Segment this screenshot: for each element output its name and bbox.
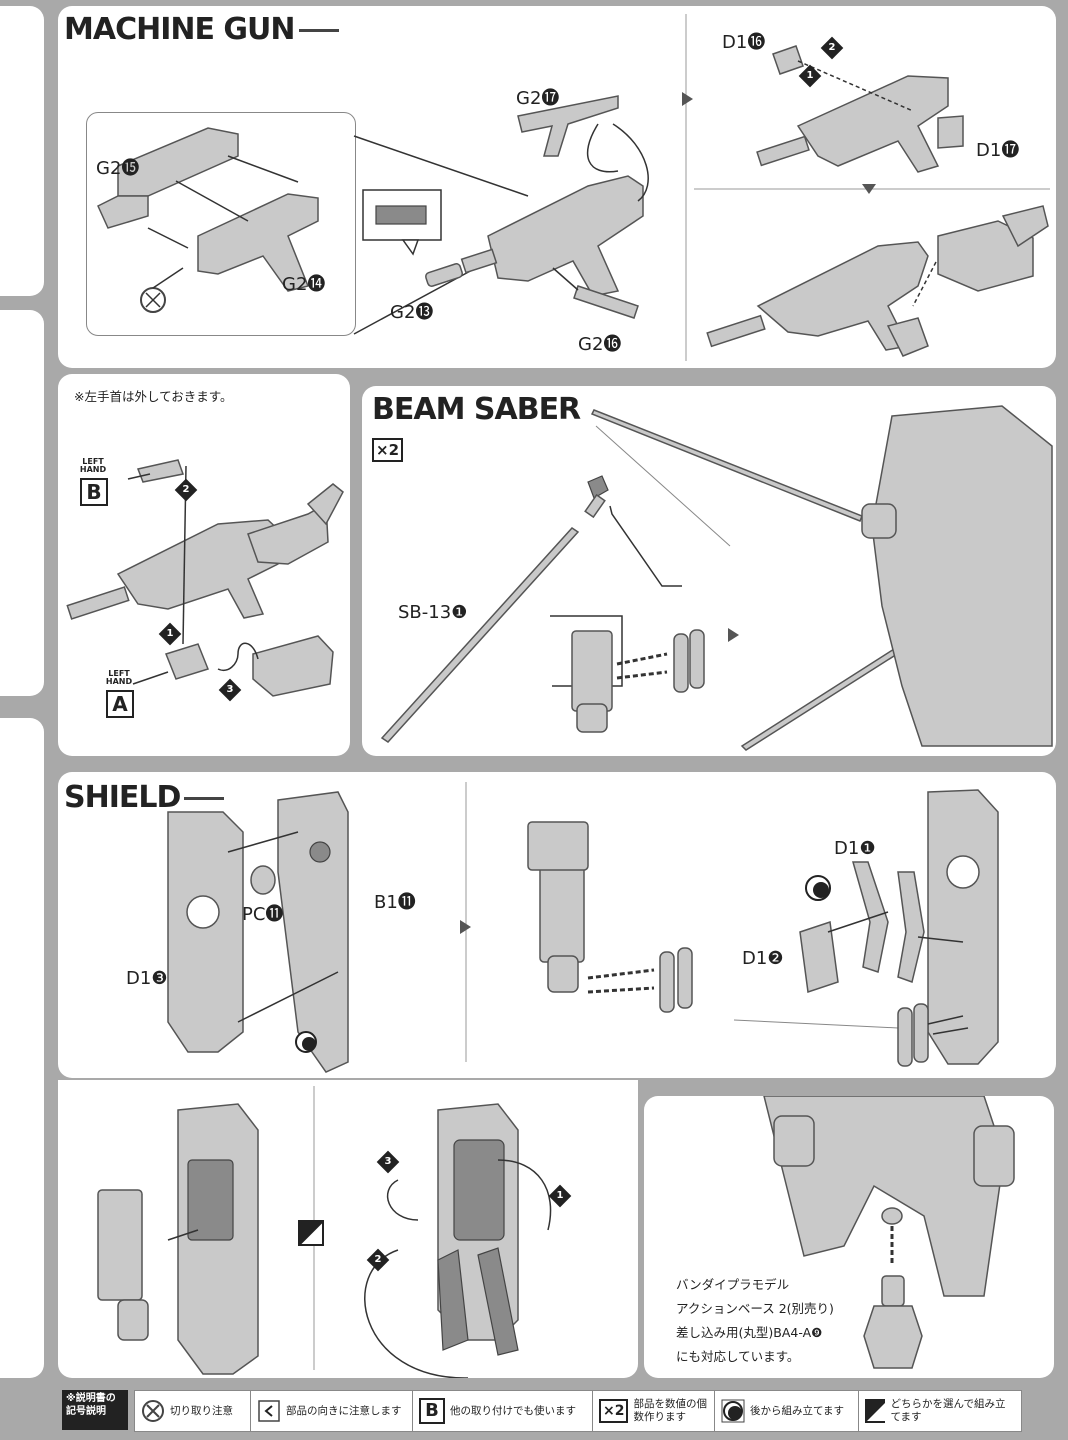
legend-direction-text: 部品の向きに注意します <box>286 1404 402 1417</box>
label-b1-11: B1⓫ <box>374 892 416 913</box>
direction-icon <box>258 1400 280 1422</box>
cut-icon <box>142 1400 164 1422</box>
legend-cut-text: 切り取り注意 <box>170 1404 233 1417</box>
label-d1-2: D1❷ <box>742 948 784 969</box>
label-g2-17: G2⓱ <box>516 88 560 109</box>
legend-item-quantity: ×2 部品を数値の個数作ります <box>592 1390 718 1432</box>
label-d1-17: D1⓱ <box>976 140 1020 161</box>
beam-saber-panel: BEAM SABER ×2 SB-13❶ <box>362 386 1056 756</box>
action-base-note-line4: にも対応しています。 <box>676 1349 800 1364</box>
label-d1-1: D1❶ <box>834 838 876 859</box>
label-sb-13: SB-13❶ <box>398 602 468 623</box>
label-d1-16: D1⓰ <box>722 32 766 53</box>
action-base-note-line1: バンダイプラモデル <box>676 1277 790 1292</box>
left-hand-a-label: LEFT HAND <box>105 669 133 686</box>
machine-gun-parts-illustration <box>97 14 1050 361</box>
left-hand-a-box: A <box>106 690 134 718</box>
beam-saber-title: BEAM SABER <box>372 392 581 427</box>
left-hand-assembly-illustration <box>66 459 344 697</box>
symbol-legend-bar: ※説明書の記号説明 切り取り注意 部品の向きに注意します B 他の取り付けでも使… <box>0 1384 1068 1440</box>
label-d1-3: D1❸ <box>126 968 168 989</box>
choose-either-icon <box>298 1220 324 1246</box>
left-hand-b-label: LEFT HAND <box>79 457 107 474</box>
b-box-icon: B <box>419 1398 445 1424</box>
label-pc11: PC⓫ <box>242 904 284 925</box>
rotation-step-1: 1 <box>548 1184 572 1208</box>
label-g2-16: G2⓰ <box>578 334 622 355</box>
left-hand-panel: ※左手首は外しておきます。 2 1 3 LEFT HAND B LEFT HAN… <box>58 374 350 756</box>
legend-item-reuse: B 他の取り付けでも使います <box>412 1390 594 1432</box>
next-arrow <box>682 92 693 106</box>
next-arrow <box>460 920 471 934</box>
shield-mount-panel: 3 2 1 <box>58 1080 638 1378</box>
action-base-note-line2: アクションベース 2(別売り) <box>676 1301 834 1316</box>
legend-quantity-text: 部品を数値の個数作ります <box>633 1398 707 1423</box>
adjacent-page-strip-mid <box>0 310 44 696</box>
down-arrow <box>862 184 876 194</box>
action-base-illustration <box>763 1096 1015 1369</box>
legend-assemble-later-text: 後から組み立てます <box>750 1404 844 1417</box>
step-1-marker: 1 <box>798 64 822 88</box>
machine-gun-title: MACHINE GUN <box>64 12 339 47</box>
legend-choose-text: どちらかを選んで組み立てます <box>890 1398 1006 1423</box>
legend-title: ※説明書の記号説明 <box>62 1390 128 1430</box>
shield-assembly-illustration <box>167 782 999 1073</box>
legend-item-choose: どちらかを選んで組み立てます <box>858 1390 1022 1432</box>
step-2-marker: 2 <box>174 478 198 502</box>
adjacent-page-strip-bottom <box>0 718 44 1378</box>
barrel-subassembly-frame <box>86 112 356 336</box>
step-3-marker: 3 <box>218 678 242 702</box>
beam-saber-illustration <box>380 405 1053 751</box>
label-g2-15: G2⓯ <box>96 158 140 179</box>
rotation-step-2: 2 <box>366 1248 390 1272</box>
legend-item-assemble-later: 後から組み立てます <box>714 1390 866 1432</box>
label-g2-14: G2⓮ <box>282 274 326 295</box>
shield-panel: SHIELD PC⓫ <box>58 772 1056 1078</box>
remove-left-wrist-note: ※左手首は外しておきます。 <box>74 389 233 404</box>
legend-reuse-text: 他の取り付けでも使います <box>450 1404 576 1417</box>
next-arrow <box>728 628 739 642</box>
step-2-marker: 2 <box>820 36 844 60</box>
adjacent-page-strip-top <box>0 6 44 296</box>
x2-icon: ×2 <box>599 1399 629 1423</box>
choose-icon <box>865 1399 886 1423</box>
legend-item-cut: 切り取り注意 <box>134 1390 252 1432</box>
machine-gun-panel: MACHINE GUN <box>58 6 1056 368</box>
legend-item-direction: 部品の向きに注意します <box>250 1390 414 1432</box>
action-base-note-line3: 差し込み用(丸型)BA4-A❾ <box>676 1325 823 1340</box>
shield-mount-illustration <box>97 1086 552 1378</box>
action-base-panel: バンダイプラモデル アクションベース 2(別売り) 差し込み用(丸型)BA4-A… <box>644 1096 1054 1378</box>
rotation-step-3: 3 <box>376 1150 400 1174</box>
step-1-marker: 1 <box>158 622 182 646</box>
assemble-later-icon <box>721 1399 745 1423</box>
quantity-x2-badge: ×2 <box>372 438 404 462</box>
label-g2-13: G2⓭ <box>390 302 434 323</box>
left-hand-b-box: B <box>80 478 108 506</box>
shield-title: SHIELD <box>64 780 225 815</box>
